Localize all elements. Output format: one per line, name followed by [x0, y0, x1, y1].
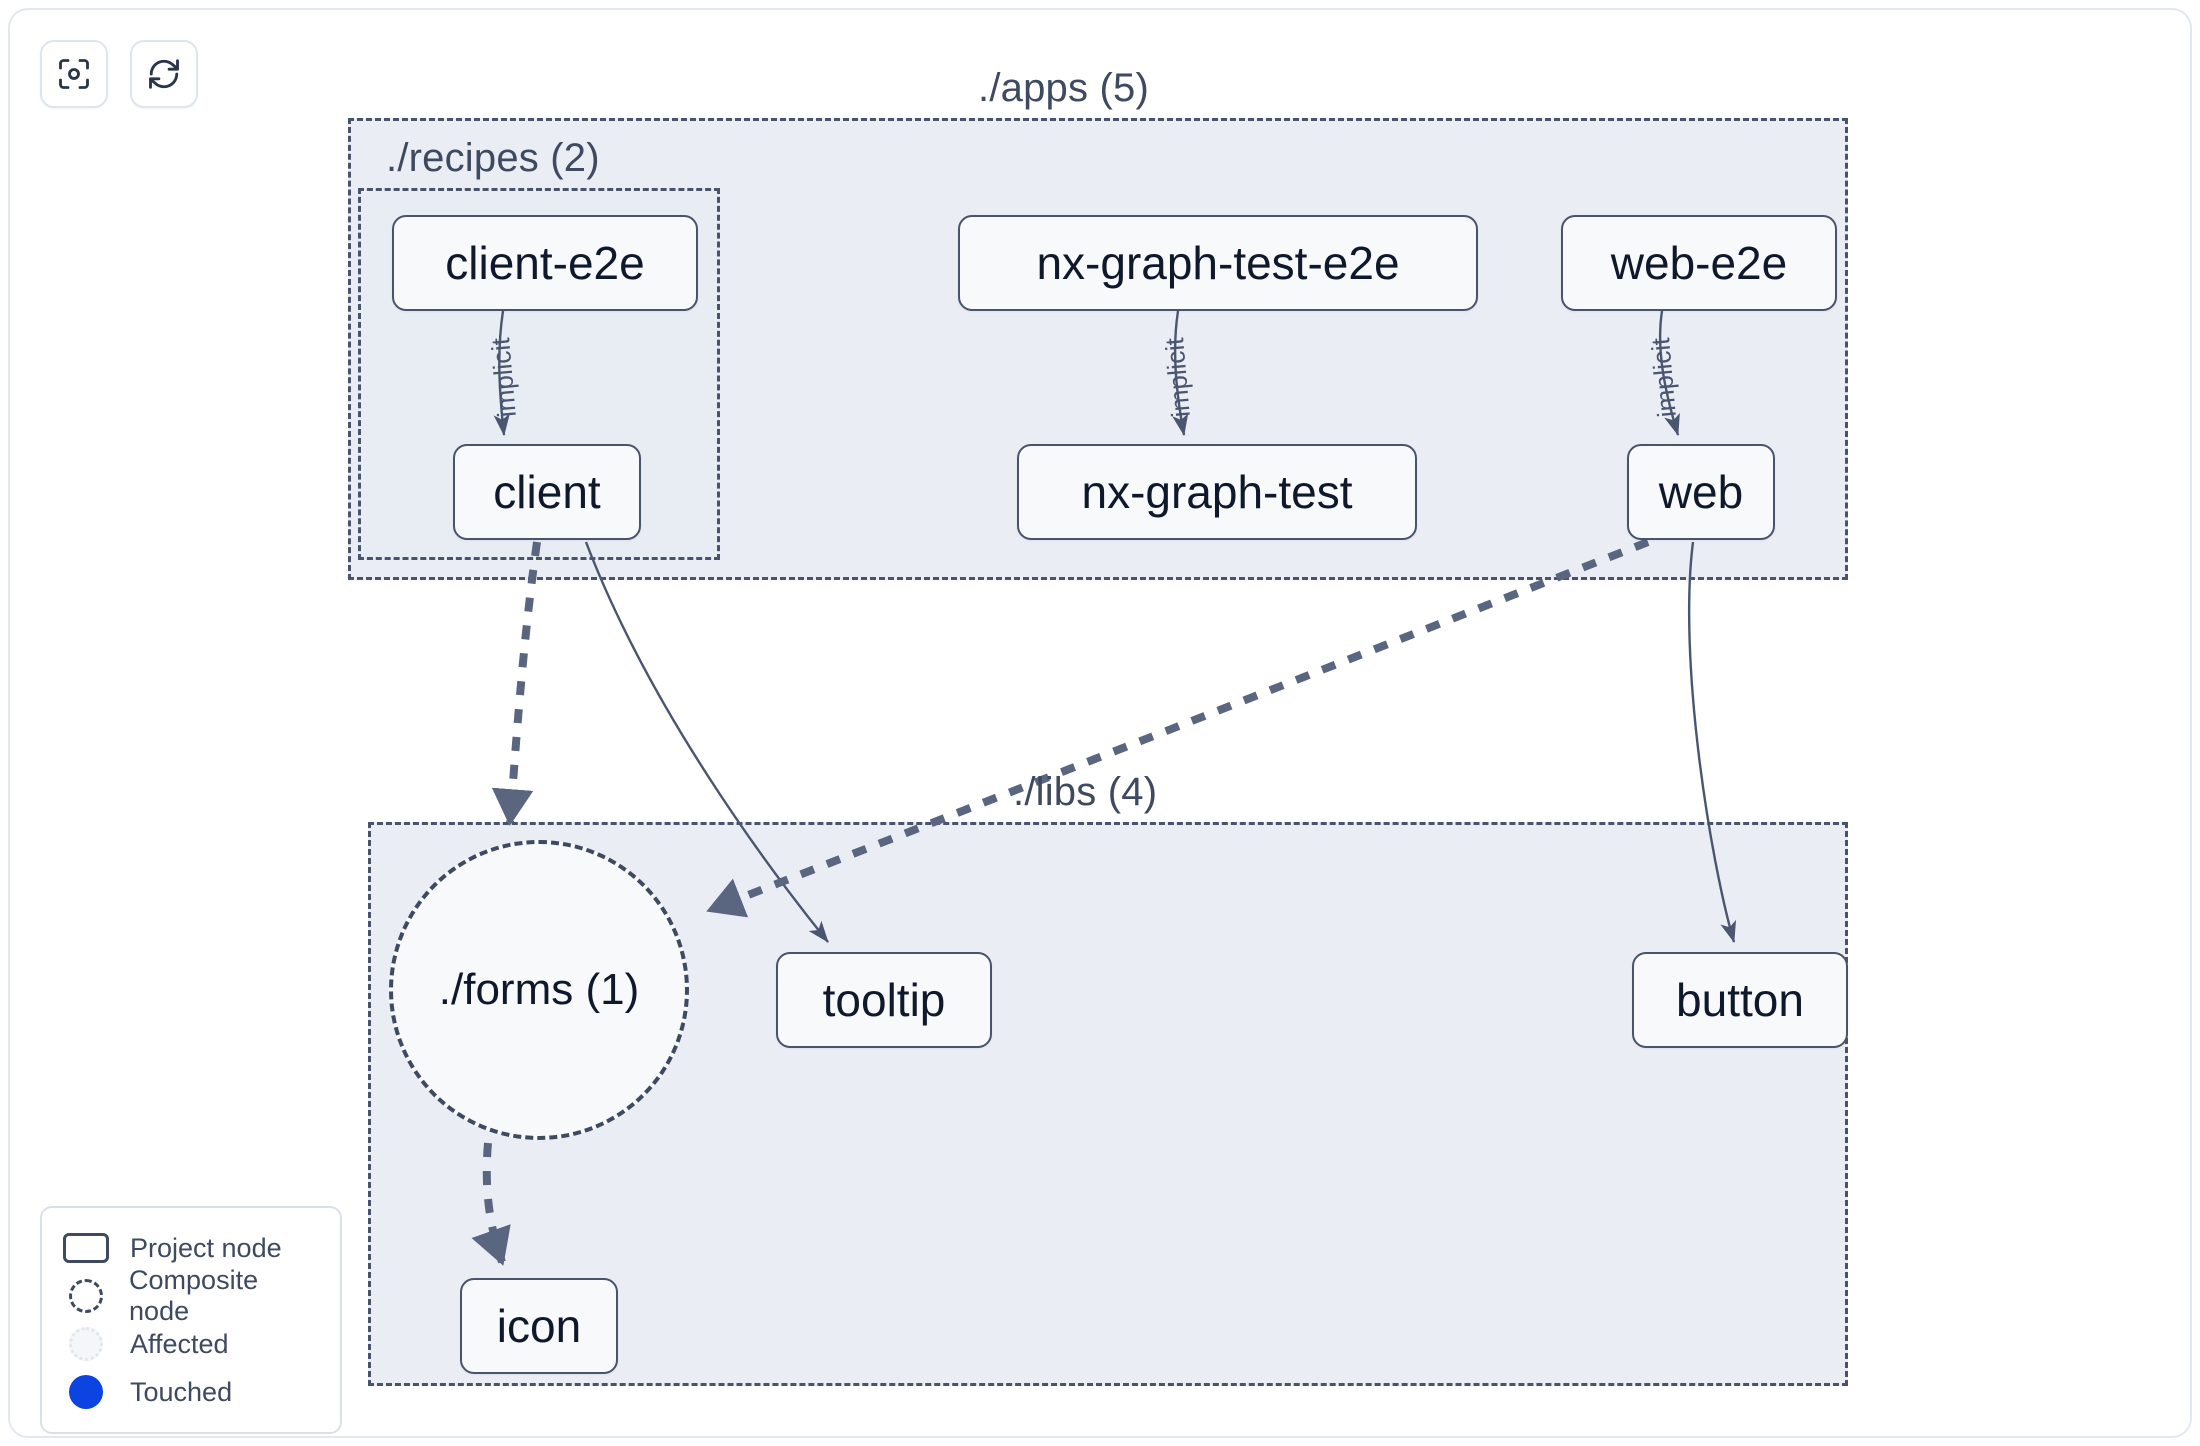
node-label: web — [1658, 466, 1744, 518]
node-nx-graph-test-e2e[interactable]: nx-graph-test-e2e — [958, 215, 1478, 311]
node-label: client — [493, 466, 601, 518]
legend-item-composite-node: Composite node — [60, 1265, 322, 1326]
legend-label: Affected — [130, 1328, 229, 1359]
node-label: nx-graph-test — [1081, 466, 1353, 518]
focus-graph-button[interactable] — [40, 40, 108, 108]
legend-label: Touched — [130, 1376, 233, 1407]
touched-node-icon — [60, 1375, 112, 1409]
legend-item-affected: Affected — [60, 1320, 322, 1368]
project-node-icon — [60, 1233, 112, 1263]
node-client[interactable]: client — [453, 444, 641, 540]
legend-item-project-node: Project node — [60, 1224, 322, 1272]
node-tooltip[interactable]: tooltip — [776, 952, 992, 1048]
focus-target-icon — [59, 59, 89, 89]
group-label-libs: ./libs (4) — [1013, 770, 1158, 814]
node-label: button — [1676, 974, 1804, 1026]
refresh-graph-button[interactable] — [130, 40, 198, 108]
graph-toolbar — [40, 40, 198, 108]
legend-label: Project node — [130, 1232, 282, 1263]
refresh-icon — [149, 59, 179, 89]
composite-node-icon — [60, 1279, 111, 1313]
project-graph-canvas[interactable]: ./apps (5) ./recipes (2) ./libs (4) — [10, 10, 2190, 1436]
legend-item-touched: Touched — [60, 1368, 322, 1416]
node-label: icon — [496, 1300, 582, 1352]
node-label: client-e2e — [445, 237, 645, 289]
affected-node-icon — [60, 1327, 112, 1361]
node-label: nx-graph-test-e2e — [1036, 237, 1400, 289]
node-nx-graph-test[interactable]: nx-graph-test — [1017, 444, 1417, 540]
node-forms-composite[interactable]: ./forms (1) — [389, 840, 689, 1140]
group-label-recipes: ./recipes (2) — [386, 136, 600, 180]
graph-app-frame: ./apps (5) ./recipes (2) ./libs (4) — [8, 8, 2192, 1438]
node-label: tooltip — [822, 974, 946, 1026]
node-web[interactable]: web — [1627, 444, 1775, 540]
node-icon[interactable]: icon — [460, 1278, 618, 1374]
edge-client-forms — [491, 541, 541, 826]
graph-legend: Project node Composite node Affected Tou… — [40, 1206, 342, 1434]
group-label-apps: ./apps (5) — [978, 66, 1149, 110]
node-client-e2e[interactable]: client-e2e — [392, 215, 698, 311]
node-web-e2e[interactable]: web-e2e — [1561, 215, 1837, 311]
node-label: ./forms (1) — [438, 965, 640, 1014]
node-button[interactable]: button — [1632, 952, 1848, 1048]
legend-label: Composite node — [129, 1265, 259, 1326]
node-label: web-e2e — [1610, 237, 1788, 289]
